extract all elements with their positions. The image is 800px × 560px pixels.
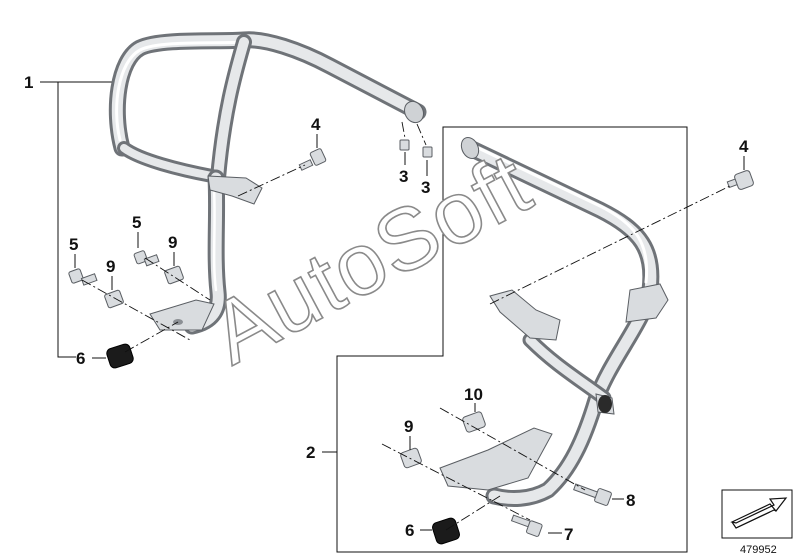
axis-bolt-4-right [489,185,731,305]
axis-spacer-9-right [381,443,531,521]
callout-7: 7 [564,525,573,544]
axis-bolt-5-left-b [144,257,211,301]
tube-end-right [460,136,480,160]
axis-plug-6-left [124,321,179,353]
callout-1: 1 [24,73,33,92]
watermark-text: AutoSoft [194,133,546,383]
callout-9b: 9 [168,233,177,252]
axis-bolts-5-9-left [81,279,191,341]
diagram-number: 479952 [740,544,777,556]
callout-4-right: 4 [739,137,749,156]
screw-3-a [399,139,410,151]
axis-spacer-10 [439,407,586,491]
screw-3-b [422,146,433,158]
callout-4-left: 4 [311,115,321,134]
bolt-4-right [726,170,754,190]
callout-9a: 9 [106,257,115,276]
bolt-5-left-b [133,250,160,267]
callout-8: 8 [626,491,635,510]
assembly-2-frame [336,126,688,553]
axis-plug-6-right [445,495,501,531]
callout-3b: 3 [421,178,430,197]
arrow-navigation-icon[interactable] [721,489,793,539]
crash-bar-left [108,31,427,335]
bolt-4-left [298,148,327,171]
tube-end-left [404,100,424,124]
axis-bolt-4-left [237,164,306,197]
callout-5b: 5 [132,213,141,232]
callout-6-right: 6 [405,521,414,540]
callout-2: 2 [306,443,315,462]
callout-9c: 9 [404,417,413,436]
spacer-10 [462,411,486,433]
axis-screws-3 [401,121,406,139]
bolt-7 [510,514,543,537]
rubber-plug-6-right [431,517,461,545]
bolt-5-left-a [68,268,98,286]
spacer-9-right [400,447,422,469]
bolt-8 [573,483,612,506]
spacer-9-left-a [104,289,124,309]
axis-screws-3-b [416,123,427,146]
callout-5a: 5 [69,235,78,254]
callout-6-left: 6 [76,349,85,368]
callout-3a: 3 [399,167,408,186]
assembly-1-bracket [57,81,112,358]
crash-bar-right [439,136,669,507]
rubber-plug-6-left [106,343,134,369]
callout-10: 10 [464,385,483,404]
